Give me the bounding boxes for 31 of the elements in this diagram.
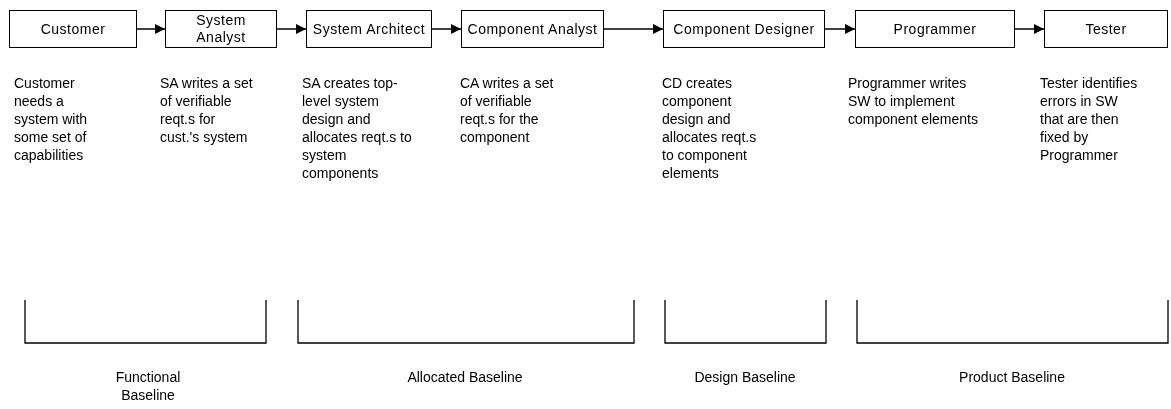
baseline-label: Product Baseline <box>958 368 1066 386</box>
description-text: Tester identifies errors in SW that are then fixed by Programmer <box>1040 74 1139 164</box>
arrow <box>276 24 307 34</box>
role-name: Component Analyst <box>467 20 598 38</box>
role-box <box>306 10 432 48</box>
role-box <box>663 10 825 48</box>
role-name: Programmer <box>893 20 977 38</box>
role-box <box>855 10 1015 48</box>
description-text: CD creates component design and allocates reqt.s to component elements <box>662 74 758 182</box>
description-text: Programmer writes SW to implement component elements <box>848 74 979 128</box>
role-name: System Architect <box>312 20 426 38</box>
role-box <box>9 10 137 48</box>
role-box <box>165 10 277 48</box>
role-name: Component Designer <box>673 20 815 38</box>
baseline-label: Functional Baseline <box>114 368 182 404</box>
arrow <box>824 24 856 34</box>
description-text: SA creates top-level system design and allocates reqt.s to system components <box>302 74 412 182</box>
arrow <box>1014 24 1045 34</box>
description-text: SA writes a set of verifiable reqt.s for cust.'s system <box>160 74 254 146</box>
baseline-label: Allocated Baseline <box>406 368 524 386</box>
role-box <box>461 10 604 48</box>
role-name: Tester <box>1085 20 1127 38</box>
role-name: System Analyst <box>195 12 247 46</box>
arrow <box>431 24 462 34</box>
description-text: Customer needs a system with some set of capabilities <box>14 74 89 164</box>
role-box <box>1044 10 1168 48</box>
description-text: CA writes a set of verifiable reqt.s for the component <box>460 74 555 146</box>
arrow <box>136 24 166 34</box>
role-name: Customer <box>40 20 106 38</box>
baseline-label: Design Baseline <box>693 368 797 386</box>
arrow <box>603 24 664 34</box>
